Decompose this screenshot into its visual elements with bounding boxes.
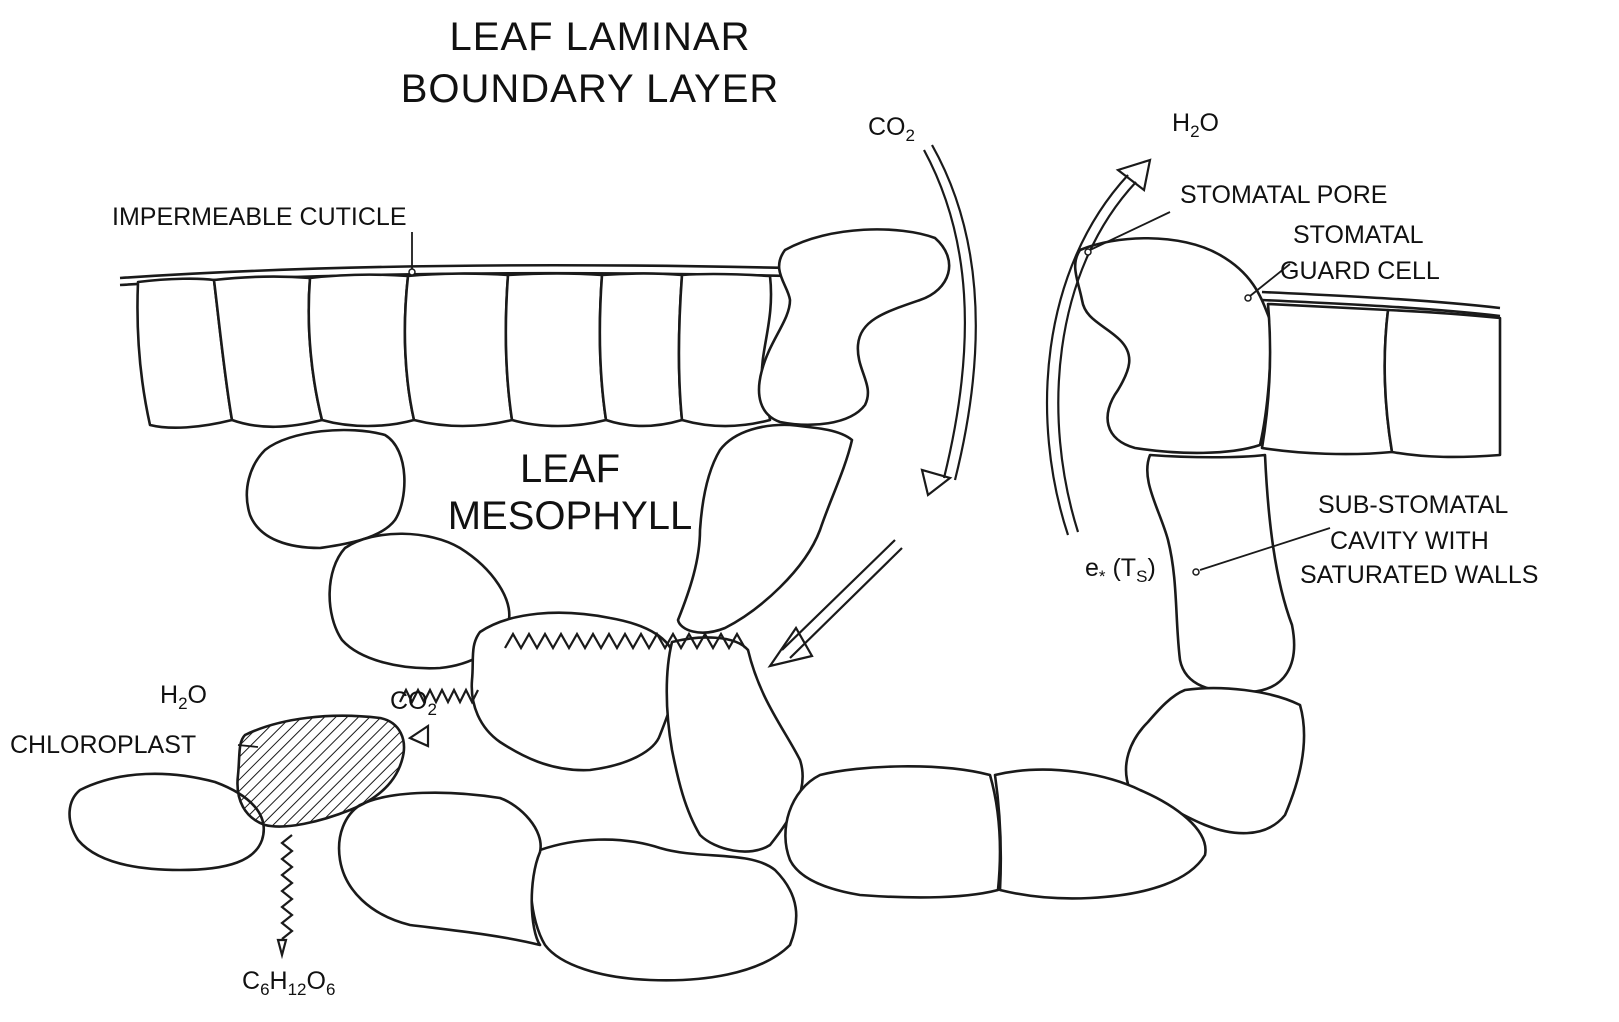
epidermal-cell xyxy=(679,274,771,426)
mesophyll-cell xyxy=(247,430,405,548)
mesophyll-cell xyxy=(667,637,803,851)
substomatal-label-line-3: SATURATED WALLS xyxy=(1300,562,1538,588)
substomatal-label-line-2: CAVITY WITH xyxy=(1330,528,1489,554)
glucose-arrowhead xyxy=(278,940,286,955)
guard-cell-label-line-2: GUARD CELL xyxy=(1280,258,1440,284)
substomatal-leader-dot xyxy=(1193,569,1199,575)
co2-top-label: CO2 xyxy=(868,114,915,145)
co2-inflow-arrow-inner xyxy=(924,150,965,478)
mesophyll-cell xyxy=(70,774,264,870)
impermeable-cuticle-label: IMPERMEABLE CUTICLE xyxy=(112,204,407,230)
cuticle-leader-dot xyxy=(409,269,415,275)
co2-left-label: CO2 xyxy=(390,688,437,719)
right-guard-cell xyxy=(1075,238,1270,453)
h2o-outflow-arrow xyxy=(1047,175,1128,535)
h2o-top-label: H2O xyxy=(1172,110,1219,141)
substomatal-label-line-1: SUB-STOMATAL xyxy=(1318,492,1508,518)
stomatal-pore-leader-dot xyxy=(1085,249,1091,255)
glucose-label: C6H12O6 xyxy=(242,968,335,999)
epidermal-cell xyxy=(1262,304,1392,454)
mesophyll-cell xyxy=(472,613,676,770)
leaf-mesophyll-label-line-1: LEAF xyxy=(505,448,635,490)
co2-to-chloroplast-arrowhead xyxy=(410,726,428,746)
epidermal-cell xyxy=(600,274,682,427)
mesophyll-cell xyxy=(531,840,796,981)
left-guard-cell xyxy=(759,229,949,424)
title-line-2: BOUNDARY LAYER xyxy=(365,68,815,110)
leaf-mesophyll-label-line-2: MESOPHYLL xyxy=(420,495,720,537)
epidermal-cell xyxy=(405,274,512,426)
epidermal-cell xyxy=(309,275,414,426)
co2-mesophyll-arrowhead xyxy=(770,628,812,666)
stomatal-pore-label: STOMATAL PORE xyxy=(1180,182,1387,208)
mesophyll-cell xyxy=(339,793,541,945)
vapor-pressure-label: e* (TS) xyxy=(1085,555,1156,586)
mesophyll-cell xyxy=(785,766,1000,897)
epidermal-cell xyxy=(506,274,606,427)
title-line-1: LEAF LAMINAR xyxy=(425,16,775,58)
co2-mesophyll-arrow-inner xyxy=(790,548,902,658)
epidermal-cell xyxy=(1385,310,1500,457)
glucose-export-wave xyxy=(282,835,292,939)
mesophyll-cell xyxy=(1147,455,1294,692)
epidermal-cell xyxy=(214,277,322,427)
h2o-left-label: H2O xyxy=(160,682,207,713)
chloroplast-label: CHLOROPLAST xyxy=(10,732,196,758)
guard-cell-leader-dot xyxy=(1245,295,1251,301)
guard-cell-label-line-1: STOMATAL xyxy=(1293,222,1424,248)
